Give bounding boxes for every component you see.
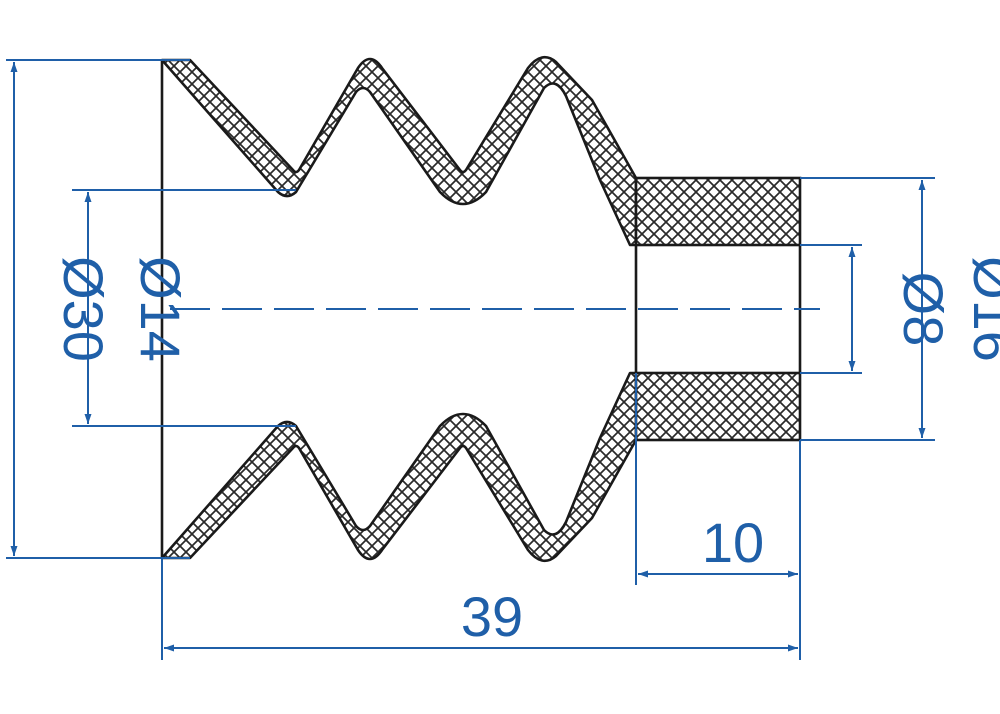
bottom-neck-ring	[634, 371, 802, 442]
dimension-bore-diameter	[800, 244, 862, 374]
top-neck-ring	[634, 176, 802, 247]
bore-diameter-label: Ø8	[892, 272, 955, 347]
top-bellows-wall	[160, 55, 638, 247]
dimension-labels: Ø30 Ø14 Ø8 Ø16 10 39	[52, 256, 1000, 648]
outer-diameter-label: Ø30	[52, 256, 115, 362]
dimension-overall-length	[161, 558, 798, 660]
dimension-neck-diameter	[800, 177, 935, 441]
dimensions	[6, 59, 935, 660]
dimension-neck-length	[635, 373, 801, 660]
neck-length-label: 10	[702, 511, 764, 574]
overall-length-label: 39	[461, 585, 523, 648]
dimension-inner-bellows-diameter	[72, 189, 296, 427]
inner-bellows-diameter-label: Ø14	[129, 256, 192, 362]
dimension-outer-diameter	[6, 59, 190, 559]
neck-diameter-label: Ø16	[962, 256, 1000, 362]
bottom-bellows-wall	[160, 371, 638, 563]
